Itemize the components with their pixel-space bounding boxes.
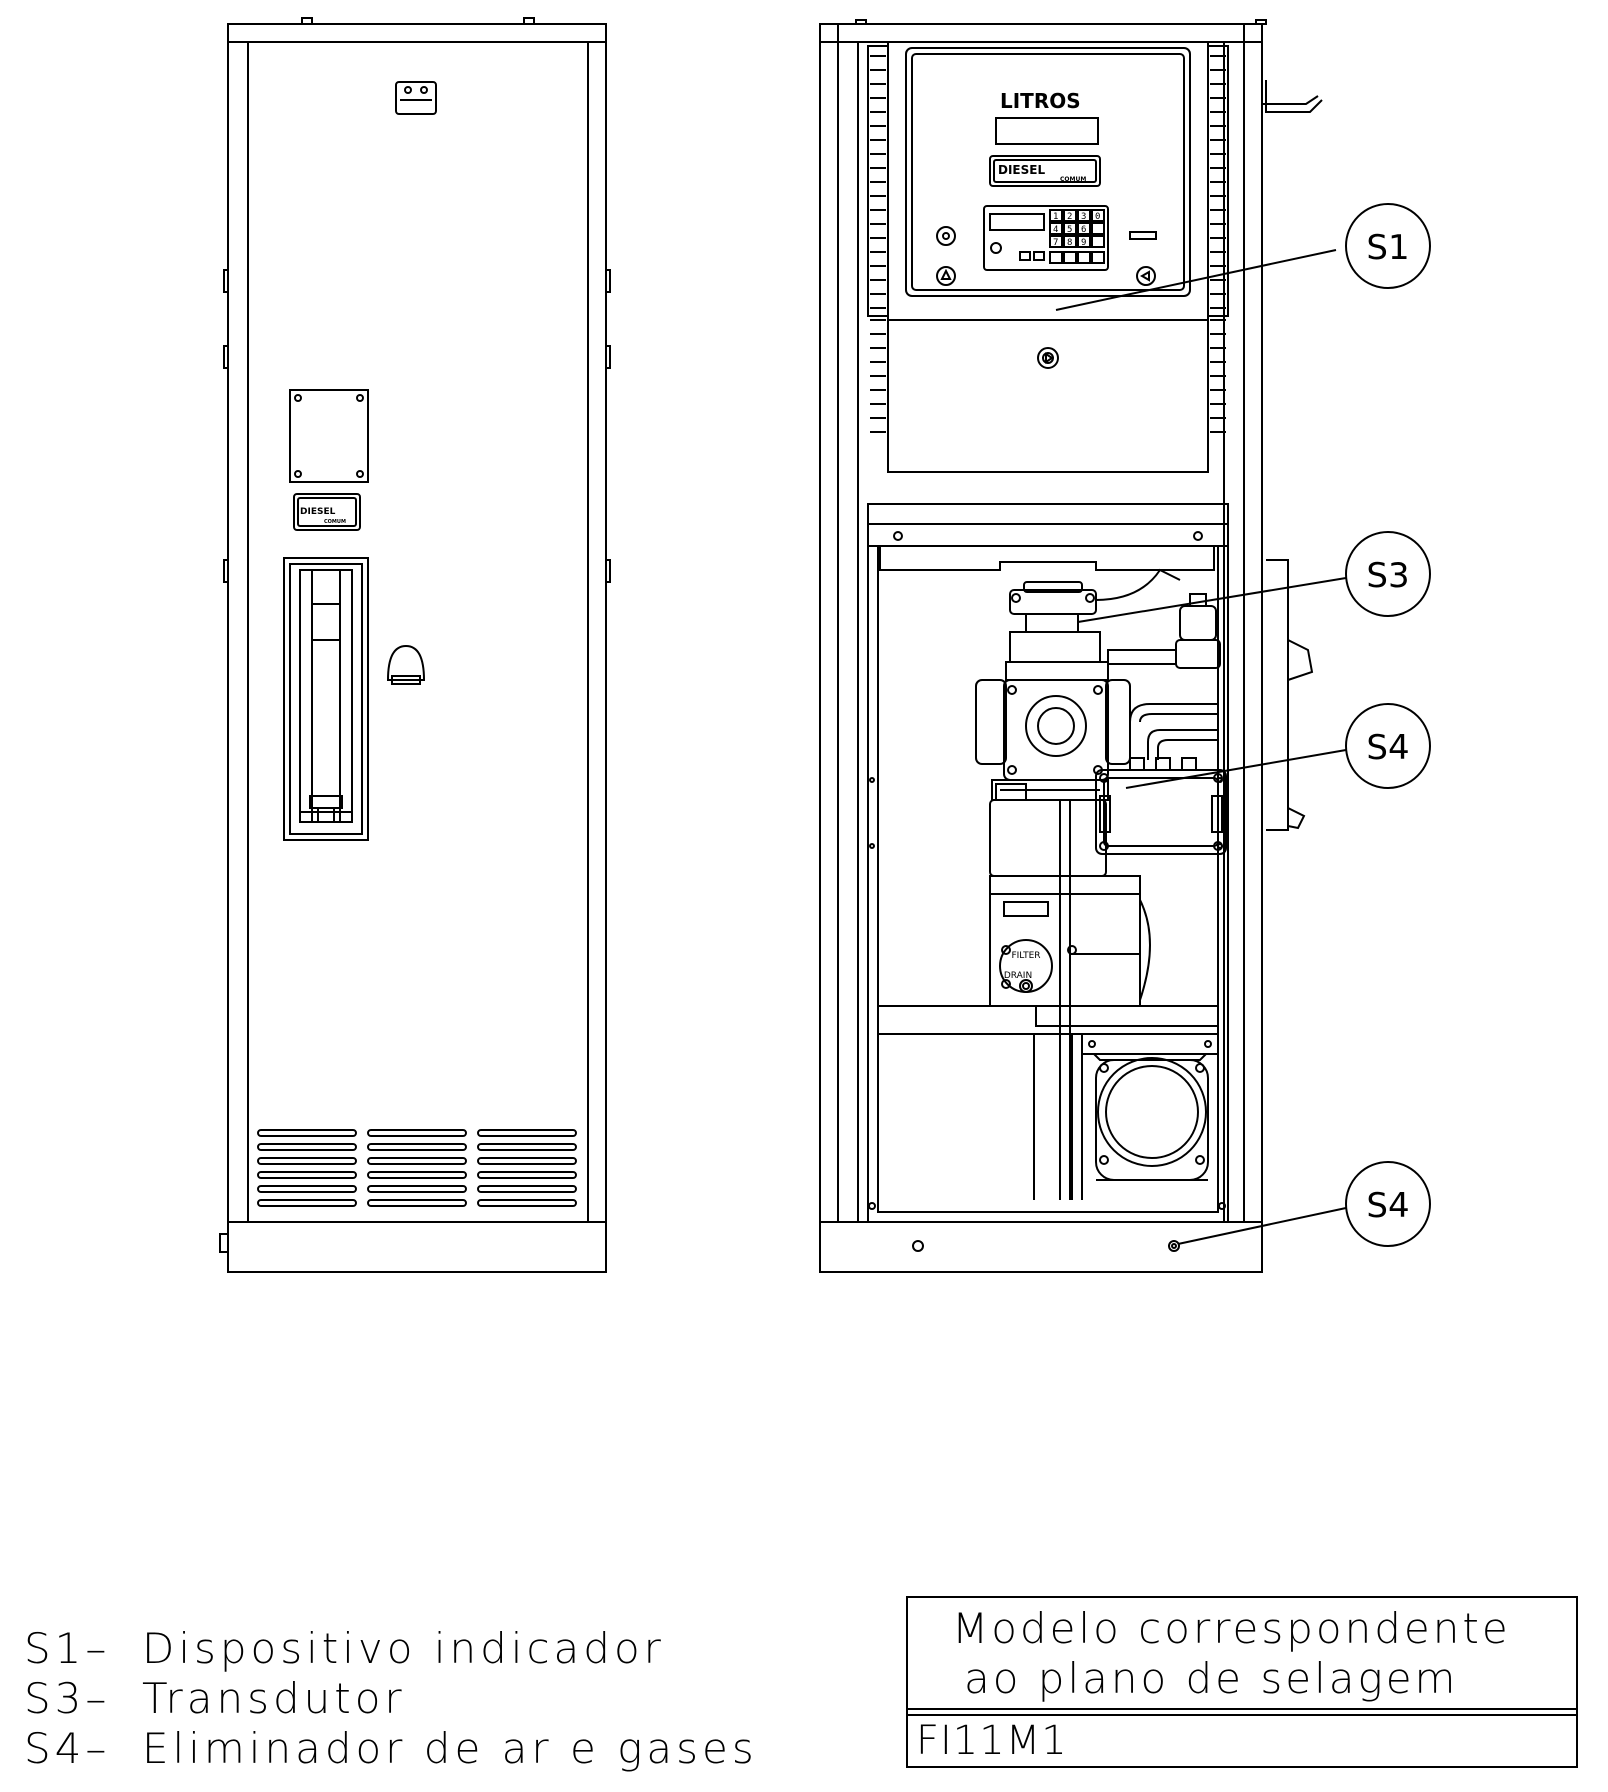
seal-legend: S1– Dispositivo indicador S3– Transdutor S… bbox=[24, 1624, 758, 1774]
key-5: 5 bbox=[1067, 225, 1072, 235]
filter-label: FILTER bbox=[1011, 951, 1040, 961]
seal-callout-s4-base: S4 bbox=[1177, 1161, 1431, 1247]
key-7: 7 bbox=[1053, 238, 1058, 248]
legend-row-s3: S3– Transdutor bbox=[24, 1674, 758, 1724]
side-louvers bbox=[257, 1129, 577, 1207]
front-dispenser-view: LITROS DIESEL COMUM 1 2 3 0 4 5 6 7 8 9 bbox=[819, 19, 1323, 1273]
head-brand-plate bbox=[989, 155, 1101, 187]
nozzle-hook bbox=[1265, 80, 1323, 113]
title-block-header: Modelo correspondente ao plano de selage… bbox=[908, 1598, 1576, 1716]
keypad-panel bbox=[983, 205, 1109, 271]
legend-code: S4– bbox=[24, 1724, 111, 1773]
seal-label-s3: S3 bbox=[1366, 556, 1409, 596]
seal-callout-s4-eliminator: S4 bbox=[1125, 703, 1431, 789]
key-0: 0 bbox=[1095, 212, 1100, 222]
side-bracket bbox=[1266, 559, 1289, 831]
pump-block bbox=[975, 679, 1131, 801]
legend-code: S1– bbox=[24, 1624, 111, 1673]
litros-readout bbox=[995, 117, 1099, 145]
motor bbox=[1081, 1033, 1219, 1181]
key-4: 4 bbox=[1053, 225, 1058, 235]
solenoid-valve bbox=[1107, 593, 1221, 669]
seal-label-s4-b: S4 bbox=[1366, 1186, 1409, 1226]
key-3: 3 bbox=[1081, 212, 1086, 222]
middle-panel-lock bbox=[1037, 347, 1059, 369]
model-code: FI11M1 bbox=[916, 1718, 1068, 1764]
key-1: 1 bbox=[1053, 212, 1058, 222]
filter-column: FILTER DRAIN bbox=[989, 783, 1151, 1200]
legend-row-s4: S4– Eliminador de ar e gases bbox=[24, 1724, 758, 1774]
left-cabinet-base bbox=[227, 1221, 607, 1273]
side-lock bbox=[386, 644, 426, 681]
key-9: 9 bbox=[1081, 238, 1086, 248]
title-line-2: ao plano de selagem bbox=[964, 1654, 1459, 1703]
seal-callout-s1: S1 bbox=[1055, 203, 1431, 311]
seal-label-s1: S1 bbox=[1366, 228, 1409, 268]
keypad-screen bbox=[989, 213, 1045, 231]
hydraulic-compartment bbox=[867, 545, 1229, 1223]
head-brand-sub: COMUM bbox=[1060, 176, 1086, 183]
pipe-upper bbox=[1129, 703, 1218, 723]
filter-drain-cap bbox=[999, 939, 1053, 993]
middle-panel bbox=[887, 319, 1209, 473]
inspection-plate bbox=[289, 389, 369, 483]
legend-code: S3– bbox=[24, 1674, 111, 1723]
keypad: 1 2 3 0 4 5 6 7 8 9 bbox=[1019, 209, 1105, 264]
legend-row-s1: S1– Dispositivo indicador bbox=[24, 1624, 758, 1674]
legend-text: Dispositivo indicador bbox=[142, 1624, 665, 1673]
seal-callout-s3: S3 bbox=[1077, 531, 1431, 623]
title-line-1: Modelo correspondente bbox=[952, 1604, 1511, 1653]
head-button-top-left bbox=[936, 226, 956, 246]
nozzle-holster bbox=[283, 557, 369, 841]
side-brand-name: DIESEL bbox=[300, 507, 336, 517]
front-cabinet-outline bbox=[819, 23, 1263, 1273]
lower-frame bbox=[877, 1005, 1219, 1035]
key-8: 8 bbox=[1067, 238, 1072, 248]
side-brand-sub: COMUM bbox=[324, 519, 346, 525]
display-bezel bbox=[905, 47, 1191, 297]
side-brand-plate bbox=[293, 493, 361, 531]
left-cabinet-view: DIESEL COMUM bbox=[219, 17, 611, 1273]
head-button-bottom-left bbox=[936, 266, 956, 286]
legend-text: Eliminador de ar e gases bbox=[142, 1724, 758, 1773]
top-handle bbox=[395, 81, 437, 115]
front-cabinet-base bbox=[819, 1221, 1263, 1273]
transducer-assembly bbox=[1005, 568, 1181, 681]
title-block: Modelo correspondente ao plano de selage… bbox=[906, 1596, 1578, 1768]
air-eliminator bbox=[1095, 757, 1227, 855]
left-cabinet-top-rail bbox=[227, 23, 607, 43]
key-2: 2 bbox=[1067, 212, 1072, 222]
key-6: 6 bbox=[1081, 225, 1086, 235]
head-button-bottom-right bbox=[1136, 266, 1156, 286]
seal-label-s4-a: S4 bbox=[1366, 728, 1409, 768]
display-label: LITROS bbox=[1000, 89, 1081, 113]
legend-text: Transdutor bbox=[142, 1674, 406, 1723]
head-brand-name: DIESEL bbox=[998, 163, 1045, 177]
drain-label: DRAIN bbox=[1004, 971, 1032, 981]
